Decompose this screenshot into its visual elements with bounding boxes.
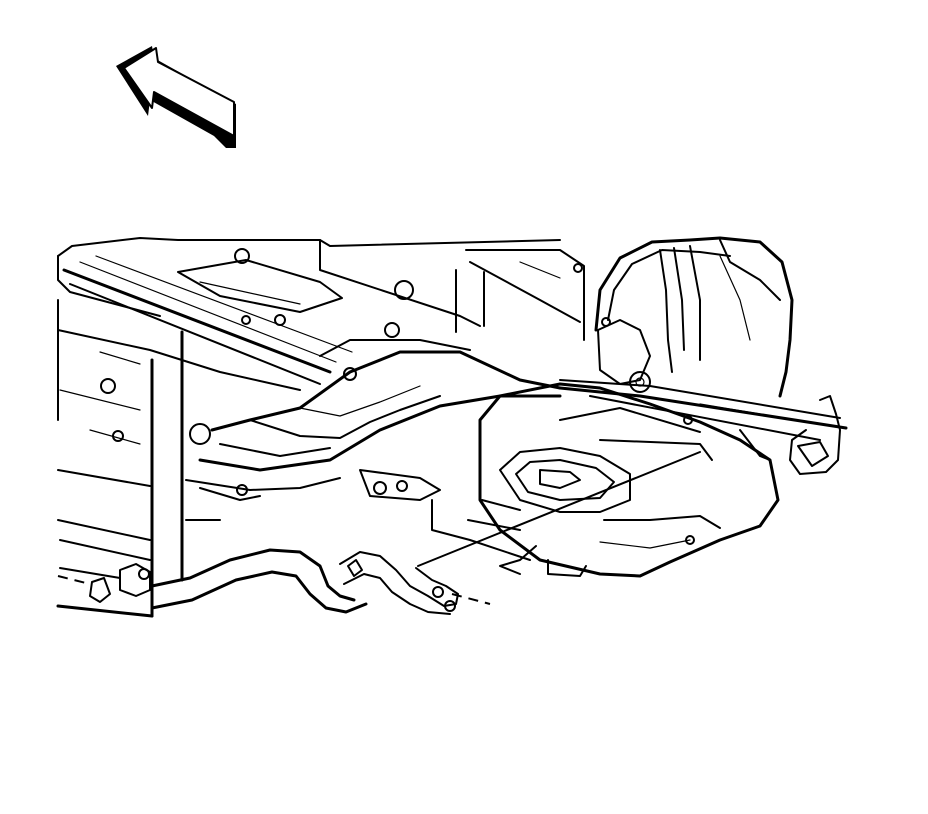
spare-tire-well <box>478 382 780 578</box>
forward-arrow-icon <box>116 46 236 148</box>
callout-leader-line <box>417 451 701 567</box>
rear-frame-rail <box>558 379 848 475</box>
exhaust-pipe <box>56 539 491 618</box>
underbody-floor-pan <box>57 237 585 618</box>
rear-wheelhouse <box>594 236 794 398</box>
